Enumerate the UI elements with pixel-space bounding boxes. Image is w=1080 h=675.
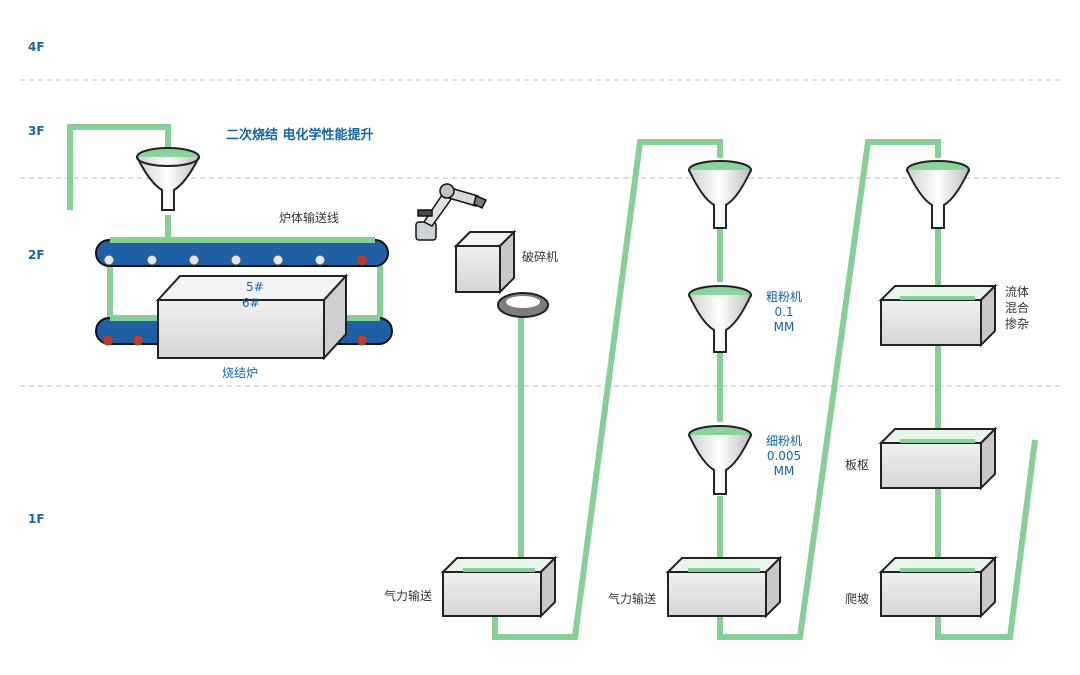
coarse-mill-name: 粗粉机 (765, 290, 802, 304)
coarse-mill-unit: MM (773, 320, 795, 334)
robot-arm-icon (415, 183, 488, 241)
pipe-column3-return (935, 439, 1038, 640)
pneumatic-label-2: 气力输送 (608, 592, 657, 606)
floor-label-1f: 1F (28, 512, 45, 526)
funnel-2f-left (136, 147, 200, 211)
fluid-mix-label: 流体 混合 掺杂 (1005, 284, 1029, 332)
fine-mill-name: 细粉机 (765, 434, 802, 448)
floor-dividers (20, 79, 1060, 387)
coarse-mill-size: 0.1 (774, 305, 794, 319)
furnace-slot-6-label: 6# (242, 296, 260, 310)
plate-frame-label: 板枢 (845, 458, 870, 472)
fluid-mix-line-2: 混合 (1005, 301, 1030, 315)
funnel-fine-mill (688, 425, 752, 495)
pipe-column1-return (492, 139, 723, 640)
floor-label-2f: 2F (28, 248, 45, 262)
sintering-furnace (155, 273, 349, 361)
fluid-mix-line-1: 流体 (1005, 285, 1030, 299)
pneumatic-label-1: 气力输送 (384, 589, 433, 603)
fine-mill-size: 0.005 (766, 449, 802, 463)
crusher-label: 破碎机 (522, 250, 559, 264)
funnel-coarse-mill (688, 285, 752, 353)
furnace-label: 烧结炉 (222, 366, 259, 380)
funnel-column1-top (688, 160, 752, 229)
fluid-mix-line-3: 掺杂 (1005, 317, 1030, 331)
floor-label-4f: 4F (28, 40, 45, 54)
bin-pneumatic-1 (440, 555, 558, 619)
bin-climb (878, 555, 998, 619)
conveyor-line-label: 炉体输送线 (279, 211, 340, 225)
bin-fluid-mix (878, 283, 998, 348)
process-title: 二次烧结 电化学性能提升 (226, 128, 374, 143)
bin-pneumatic-2 (665, 555, 783, 619)
climb-label: 爬坡 (845, 592, 870, 606)
crusher (453, 229, 517, 295)
pipe-column2-return (717, 139, 941, 640)
coarse-mill-label: 粗粉机 0.1 MM (758, 290, 810, 335)
fine-mill-label: 细粉机 0.005 MM (758, 434, 810, 479)
bin-plate-frame (878, 426, 998, 491)
conveyor-upper (95, 237, 389, 267)
floor-label-3f: 3F (28, 124, 45, 138)
funnel-column3-top (906, 160, 970, 229)
pipe-left-loop (67, 124, 171, 210)
fine-mill-unit: MM (773, 464, 795, 478)
furnace-slot-5-label: 5# (246, 280, 264, 294)
discharge-disc (497, 292, 549, 318)
